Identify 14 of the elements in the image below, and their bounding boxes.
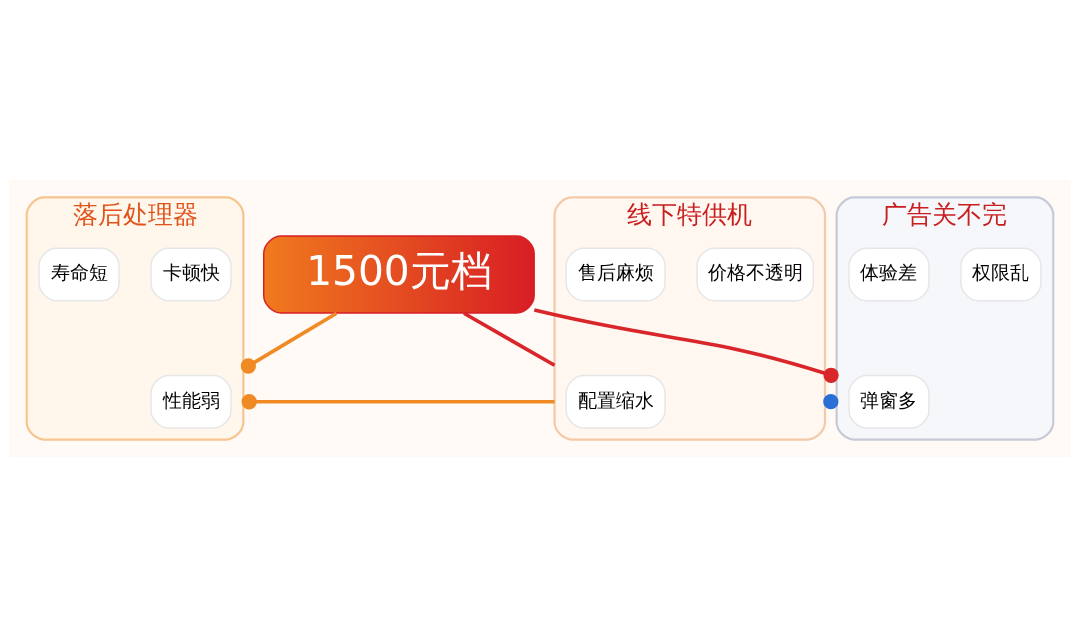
node-box: 体验差 xyxy=(848,247,930,302)
node-box: 性能弱 xyxy=(150,374,232,429)
node-box: 售后麻烦 xyxy=(565,247,666,302)
node-box: 配置缩水 xyxy=(565,374,666,429)
node-box: 1500元档 xyxy=(263,235,535,314)
node-box: 权限乱 xyxy=(960,247,1042,302)
connector xyxy=(533,308,839,383)
node-box: 价格不透明 xyxy=(696,247,815,302)
connector xyxy=(241,394,555,410)
node-box: 弹窗多 xyxy=(848,374,930,429)
node-box: 卡顿快 xyxy=(150,247,232,302)
connector xyxy=(463,311,556,367)
node-box: 寿命短 xyxy=(38,247,120,302)
connector xyxy=(240,311,338,374)
